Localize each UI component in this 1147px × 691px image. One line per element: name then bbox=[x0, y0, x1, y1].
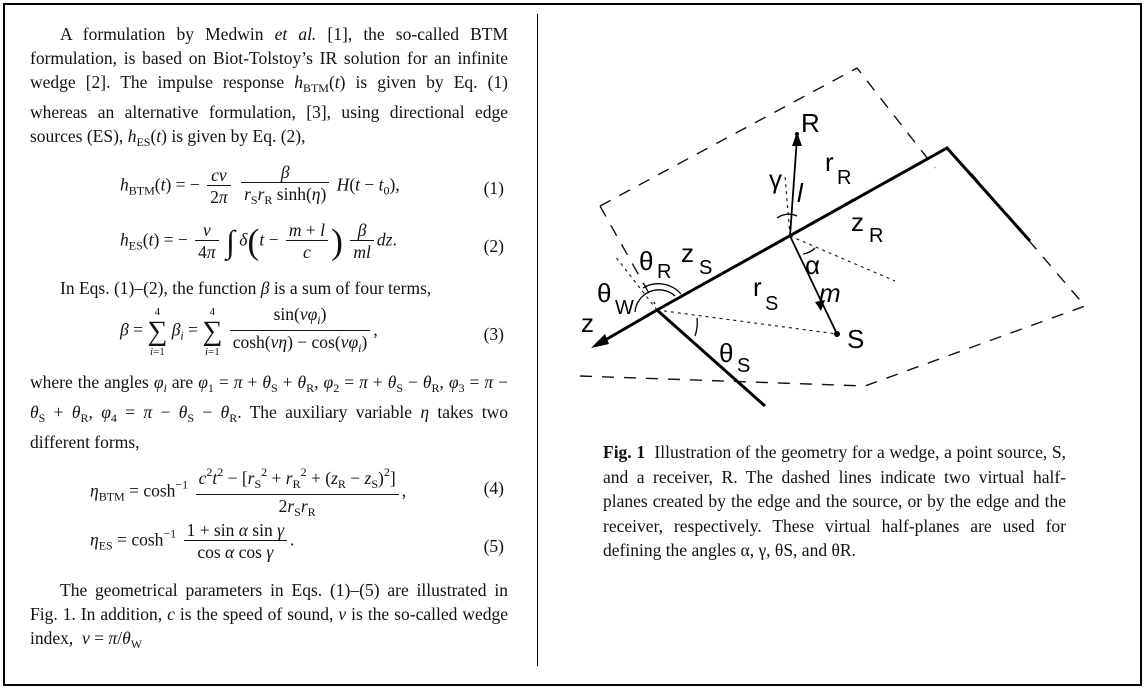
eq5-number: (5) bbox=[483, 536, 504, 556]
receiver-point bbox=[795, 132, 799, 136]
label-m: m bbox=[819, 278, 841, 308]
label-thetaS: θ bbox=[719, 338, 733, 368]
left-column: A formulation by Medwin et al. [1], the … bbox=[30, 22, 508, 656]
source-half-plane-outline bbox=[579, 165, 1087, 387]
z-axis-arrowhead bbox=[591, 334, 609, 348]
label-R: R bbox=[801, 108, 820, 138]
equation-4: ηBTM = cosh−1 c2t2 − [rS2 + rR2 + (zR − … bbox=[30, 462, 508, 519]
label-rS: r bbox=[753, 272, 762, 302]
thetaW-arc bbox=[634, 289, 676, 313]
column-divider bbox=[537, 14, 538, 666]
label-thetaW: θ bbox=[597, 278, 611, 308]
figure-caption: Fig. 1 Illustration of the geometry for … bbox=[603, 440, 1066, 563]
thetaS-arc bbox=[694, 317, 698, 337]
m-path bbox=[789, 235, 838, 335]
thetaR-ref-line bbox=[614, 255, 658, 311]
source-point bbox=[834, 331, 840, 337]
label-l: l bbox=[797, 178, 804, 208]
label-thetaR-sub: R bbox=[657, 261, 671, 283]
paragraph-2: In Eqs. (1)–(2), the function β is a sum… bbox=[60, 278, 432, 298]
page-frame bbox=[3, 3, 1142, 686]
label-rR-sub: R bbox=[837, 167, 851, 189]
caption-label: Fig. 1 bbox=[603, 442, 646, 462]
wedge-bottom-face bbox=[656, 308, 766, 408]
receiver-half-plane-outline bbox=[599, 67, 936, 207]
label-zR-sub: R bbox=[869, 225, 883, 247]
equation-3: β = 4∑i=1 βi = 4∑i=1 sin(νφi)cosh(νη) − … bbox=[120, 304, 504, 358]
l-arrowhead bbox=[792, 132, 802, 146]
wedge-top-face bbox=[656, 146, 1032, 312]
label-gamma: γ bbox=[769, 164, 782, 194]
label-zS: z bbox=[681, 238, 694, 268]
left-dash-edge bbox=[599, 205, 656, 305]
label-zR: z bbox=[851, 207, 864, 237]
paragraph-3: where the angles φi are φ1 = π + θS + θR… bbox=[30, 372, 509, 452]
paragraph-4: The geometrical parameters in Eqs. (1)–(… bbox=[30, 580, 508, 651]
gamma-arc bbox=[776, 213, 798, 219]
m-arrowhead bbox=[815, 300, 825, 311]
alpha-ref-line bbox=[789, 235, 896, 282]
paragraph-1: A formulation by Medwin et al. [1], the … bbox=[30, 24, 509, 149]
label-alpha: α bbox=[805, 250, 820, 280]
label-zS-sub: S bbox=[699, 257, 712, 279]
eq3-number: (3) bbox=[483, 324, 504, 344]
label-thetaS-sub: S bbox=[737, 355, 750, 377]
label-thetaW-sub: W bbox=[615, 297, 634, 319]
alpha-arc bbox=[802, 247, 816, 255]
label-rS-sub: S bbox=[765, 293, 778, 315]
gamma-ref-line bbox=[784, 175, 791, 237]
eq1-number: (1) bbox=[483, 178, 504, 198]
eq4-number: (4) bbox=[483, 478, 504, 498]
thetaR-arc bbox=[642, 283, 682, 295]
label-z: z bbox=[581, 308, 594, 338]
eq2-number: (2) bbox=[483, 236, 504, 256]
caption-text: Illustration of the geometry for a wedge… bbox=[603, 442, 1066, 560]
l-path bbox=[789, 137, 798, 237]
label-rR: r bbox=[825, 147, 834, 177]
rS-line bbox=[656, 309, 838, 335]
wedge-geometry-figure: R S z z S z R r R r S l m γ α θ R θ W θ … bbox=[579, 67, 1087, 408]
label-thetaR: θ bbox=[639, 246, 653, 276]
label-S: S bbox=[847, 324, 864, 354]
